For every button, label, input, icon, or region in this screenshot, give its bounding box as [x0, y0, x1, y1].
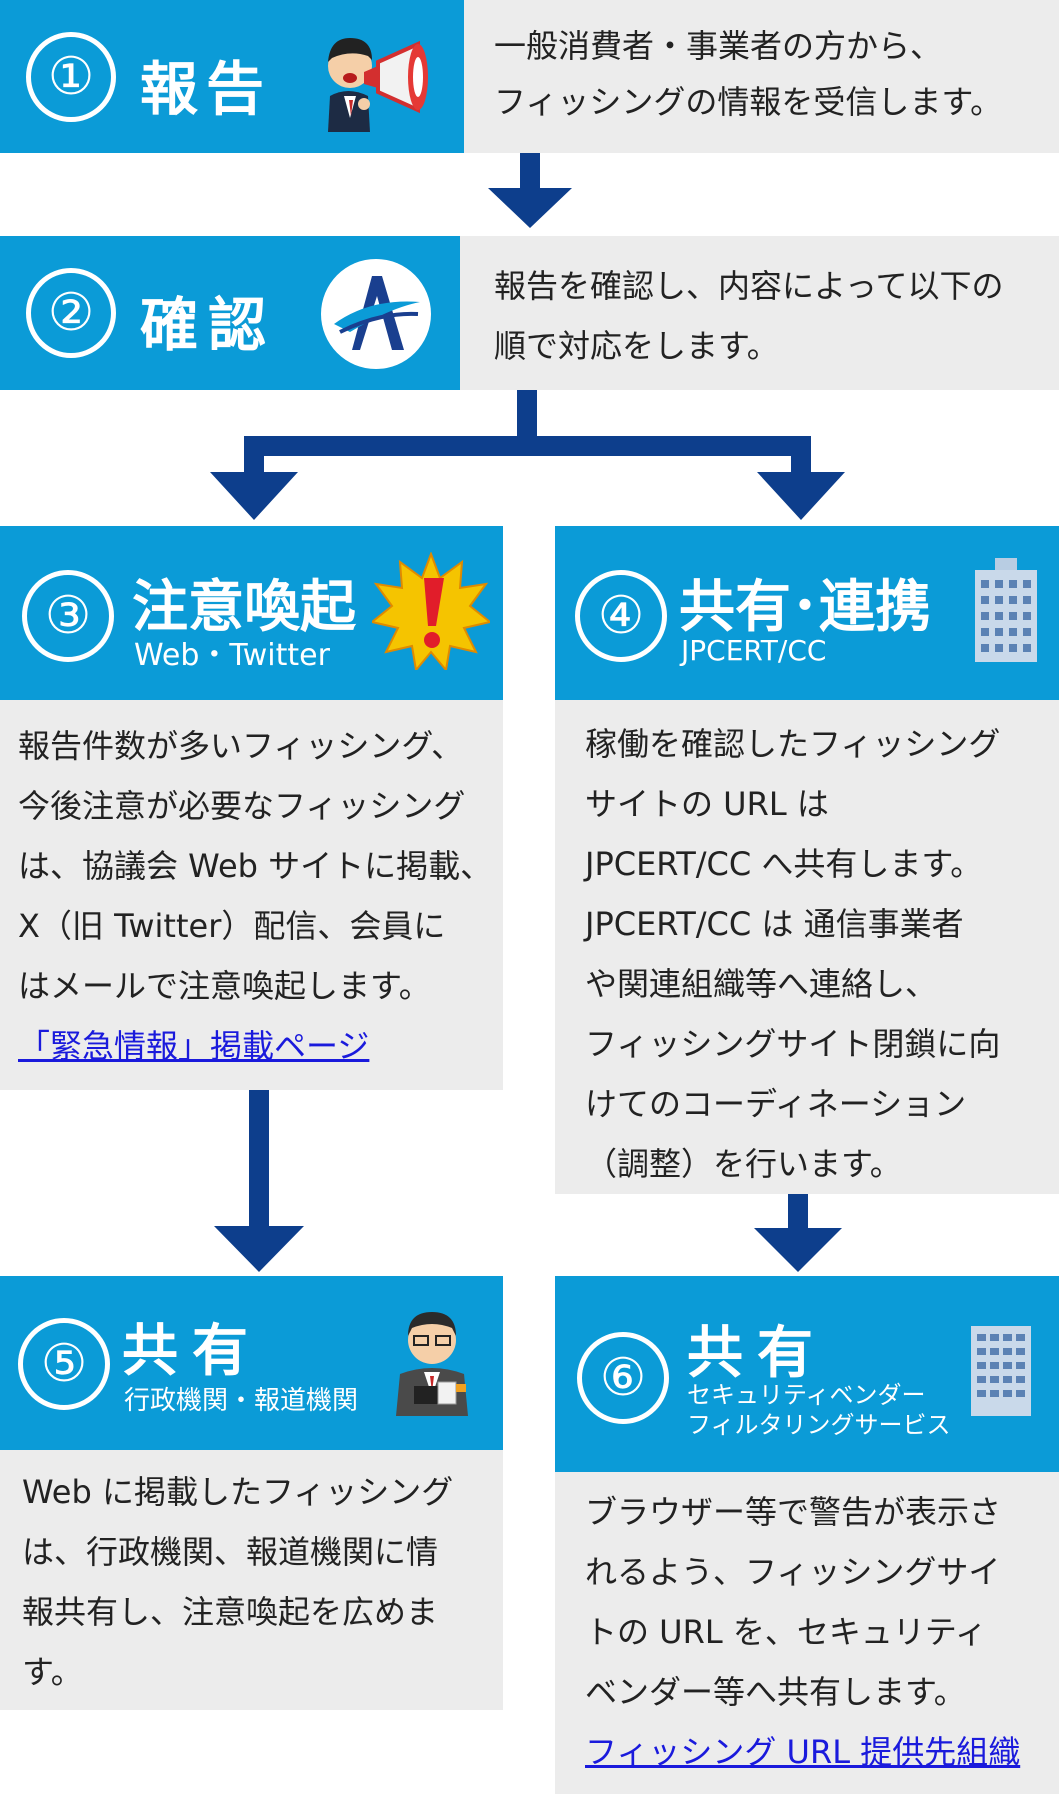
emergency-info-link[interactable]: 「緊急情報」掲載ページ [18, 1027, 370, 1065]
step3-description-line: 今後注意が必要なフィッシング [18, 787, 466, 825]
step1-title: 報告 [140, 55, 273, 123]
reporter-person-icon [396, 1312, 468, 1416]
step3-number: ③ [22, 570, 114, 662]
step1-panel: 一般消費者・事業者の方から、 フィッシングの情報を受信します。 [464, 0, 1059, 153]
step4-description-line: （調整）を行います。 [585, 1145, 902, 1183]
step4-description-line: フィッシングサイト閉鎖に向 [585, 1025, 1001, 1063]
step6-panel: ブラウザー等で警告が表示さ れるよう、フィッシングサイ トの URL を、セキュ… [555, 1472, 1059, 1794]
step4-subtitle: JPCERT/CC [681, 634, 827, 667]
arrow-2-branch [244, 436, 811, 456]
step4-description-line: サイトの URL は [585, 785, 829, 823]
step6-description-line: ブラウザー等で警告が表示さ [585, 1493, 1002, 1531]
step5-number: ⑤ [18, 1318, 110, 1410]
step5-title: 共有 [122, 1319, 262, 1384]
step6-subtitle-line: セキュリティベンダー [687, 1381, 926, 1409]
arrow-3-5-shaft [249, 1090, 269, 1228]
step1-description-line: フィッシングの情報を受信します。 [494, 83, 1003, 121]
arrow-1-2-shaft [520, 152, 540, 190]
step2-number: ② [26, 268, 116, 358]
arrow-2-3-head [210, 472, 298, 520]
step6-title: 共有 [687, 1321, 827, 1386]
step5-subtitle: 行政機関・報道機関 [124, 1386, 359, 1416]
arrow-3-5-head [214, 1226, 304, 1272]
warning-burst-icon [372, 552, 490, 670]
step4-description-line: JPCERT/CC は 通信事業者 [585, 905, 964, 943]
megaphone-person-icon [328, 38, 428, 132]
arrow-4-6-shaft [788, 1194, 808, 1230]
step6-description-line: ベンダー等へ共有します。 [585, 1673, 966, 1711]
step3-description-line: 報告件数が多いフィッシング、 [18, 727, 464, 765]
step3-panel: 報告件数が多いフィッシング、 今後注意が必要なフィッシング は、協議会 Web … [0, 700, 503, 1090]
step1-number: ① [26, 32, 116, 122]
step5-panel: Web に掲載したフィッシング は、行政機関、報道機関に情 報共有し、注意喚起を… [0, 1450, 503, 1710]
arrow-2-stem [517, 390, 537, 446]
step3-description-line: X（旧 Twitter）配信、会員に [18, 907, 446, 945]
step2-description-line: 順で対応をします。 [494, 327, 779, 365]
step2-header: ② 確認 [0, 236, 460, 390]
arrow-2-4-head [757, 472, 845, 520]
step5-description-line: す。 [22, 1653, 83, 1691]
step2-description-line: 報告を確認し、内容によって以下の [494, 267, 1004, 305]
step6-subtitle-line: フィルタリングサービス [687, 1411, 951, 1439]
step4-description-line: 稼働を確認したフィッシング [585, 725, 1001, 763]
step6-description-line: トの URL を、セキュリティ [585, 1613, 987, 1651]
step2-title: 確認 [140, 291, 277, 359]
office-building-icon [975, 558, 1037, 662]
step5-description-line: Web に掲載したフィッシング [22, 1473, 454, 1511]
step1-description-line: 一般消費者・事業者の方から、 [494, 27, 943, 65]
arrow-4-6-head [754, 1228, 842, 1272]
organization-logo-icon [321, 259, 431, 369]
arrow-2-right-shaft [791, 436, 811, 474]
phishing-url-providers-link[interactable]: フィッシング URL 提供先組織 [585, 1733, 1021, 1771]
step3-subtitle: Web・Twitter [134, 638, 330, 673]
step6-header: ⑥ 共有 セキュリティベンダー フィルタリングサービス [555, 1276, 1059, 1472]
step6-description-line: れるよう、フィッシングサイ [585, 1553, 1001, 1591]
step3-description-line: はメールで注意喚起します。 [18, 967, 431, 1005]
arrow-1-2-head [488, 188, 572, 228]
step1-header: ① 報告 [0, 0, 464, 153]
step4-header: ④ 共有･連携 JPCERT/CC [555, 526, 1059, 700]
step4-description-line: JPCERT/CC へ共有します。 [585, 845, 983, 883]
step4-description-line: や関連組織等へ連絡し、 [585, 965, 938, 1003]
step6-number: ⑥ [577, 1332, 669, 1424]
step5-description-line: は、行政機関、報道機関に情 [22, 1533, 439, 1571]
step5-description-line: 報共有し、注意喚起を広めま [22, 1593, 439, 1631]
step4-title: 共有･連携 [679, 575, 931, 640]
step3-header: ③ 注意喚起 Web・Twitter [0, 526, 503, 700]
step2-panel: 報告を確認し、内容によって以下の 順で対応をします。 [460, 236, 1059, 390]
step3-description-line: は、協議会 Web サイトに掲載、 [18, 847, 493, 885]
step3-title: 注意喚起 [132, 575, 356, 640]
step4-description-line: けてのコーディネーション [585, 1085, 967, 1123]
step4-panel: 稼働を確認したフィッシング サイトの URL は JPCERT/CC へ共有しま… [555, 700, 1059, 1194]
arrow-2-left-shaft [244, 436, 264, 474]
building-icon [971, 1326, 1031, 1416]
step4-number: ④ [575, 570, 667, 662]
step5-header: ⑤ 共有 行政機関・報道機関 [0, 1276, 503, 1450]
